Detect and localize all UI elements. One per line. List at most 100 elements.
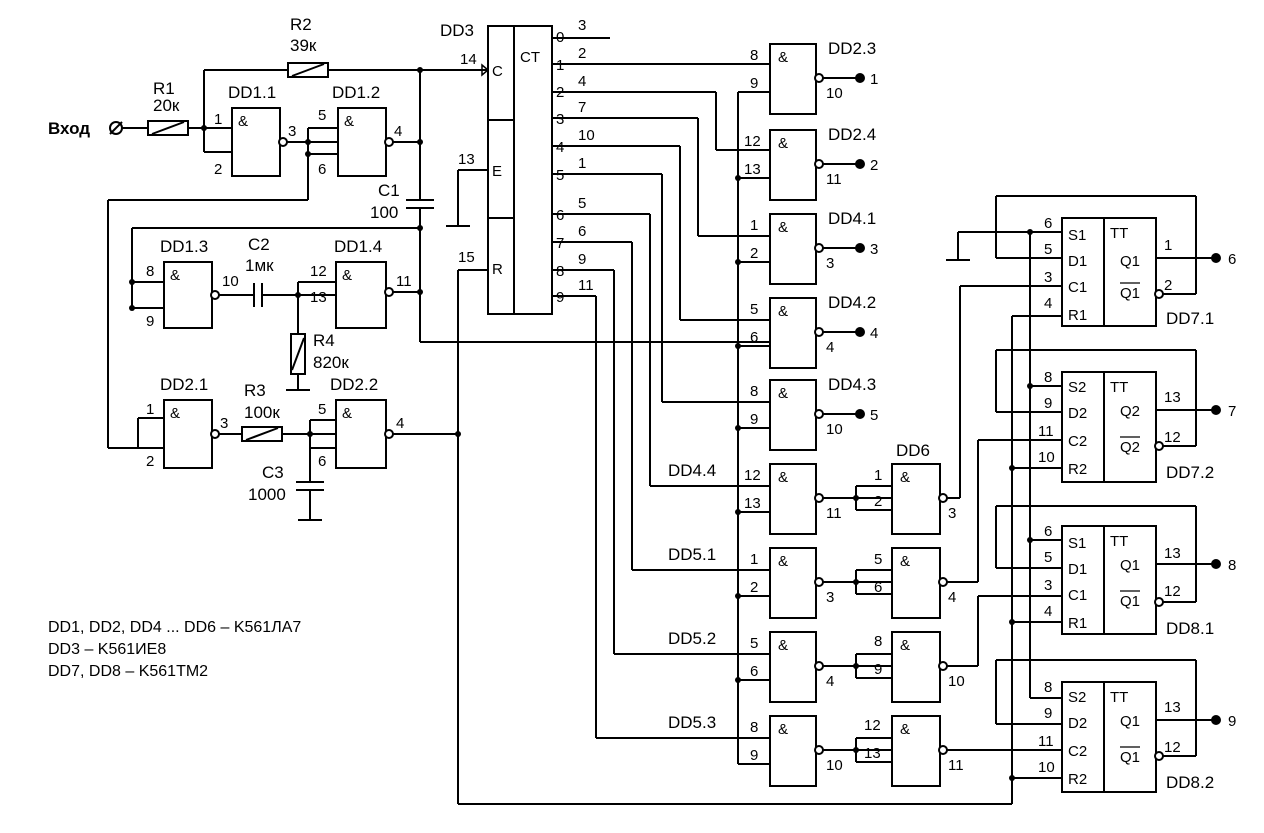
svg-text:12: 12 xyxy=(1164,739,1181,756)
svg-text:4: 4 xyxy=(948,589,956,606)
svg-text:13: 13 xyxy=(1164,389,1181,406)
output-7-terminal xyxy=(1211,405,1221,415)
resistor-r1: R1 20к xyxy=(147,79,189,136)
svg-text:DD7.1: DD7.1 xyxy=(1166,309,1214,328)
resistor-r4: R4 820к xyxy=(290,331,349,375)
svg-text:2: 2 xyxy=(750,579,758,596)
svg-text:1: 1 xyxy=(556,57,564,74)
svg-text:R1: R1 xyxy=(1068,615,1087,632)
svg-text:5: 5 xyxy=(870,407,878,424)
svg-text:7: 7 xyxy=(556,235,564,252)
svg-text:4: 4 xyxy=(826,673,834,690)
svg-text:11: 11 xyxy=(826,171,842,188)
svg-text:DD4.4: DD4.4 xyxy=(668,461,716,480)
svg-text:8: 8 xyxy=(146,263,154,280)
svg-text:8: 8 xyxy=(750,719,758,736)
svg-text:Q1: Q1 xyxy=(1120,253,1140,270)
svg-text:4: 4 xyxy=(870,325,878,342)
svg-text:5: 5 xyxy=(874,551,882,568)
svg-text:4: 4 xyxy=(394,123,402,140)
svg-text:3: 3 xyxy=(870,241,878,258)
svg-text:DD2.1: DD2.1 xyxy=(160,375,208,394)
svg-text:TT: TT xyxy=(1110,379,1128,396)
svg-text:6: 6 xyxy=(1044,523,1052,540)
svg-text:&: & xyxy=(778,637,788,654)
svg-text:13: 13 xyxy=(864,745,881,762)
svg-text:Q2: Q2 xyxy=(1120,403,1140,420)
svg-text:C1: C1 xyxy=(378,181,400,200)
svg-text:DD2.3: DD2.3 xyxy=(828,39,876,58)
svg-text:CT: CT xyxy=(520,49,540,66)
note-line-3: DD7, DD8 – K561TM2 xyxy=(48,663,208,680)
svg-text:10: 10 xyxy=(1038,449,1055,466)
svg-text:820к: 820к xyxy=(313,353,349,372)
gate-dd4-4: & DD4.4 12 13 11 xyxy=(668,461,842,535)
svg-text:9: 9 xyxy=(1044,395,1052,412)
gate-dd2-4: & DD2.4 12 13 11 xyxy=(744,125,876,201)
svg-text:DD1.3: DD1.3 xyxy=(160,237,208,256)
svg-text:10: 10 xyxy=(1038,759,1055,776)
svg-text:Q1: Q1 xyxy=(1120,557,1140,574)
svg-text:10: 10 xyxy=(826,85,843,102)
svg-text:DD1.4: DD1.4 xyxy=(334,237,382,256)
svg-text:10: 10 xyxy=(222,273,239,290)
resistor-r3: R3 100к xyxy=(241,381,283,442)
note-line-2: DD3 – K561ИЕ8 xyxy=(48,641,166,658)
svg-text:&: & xyxy=(778,553,788,570)
svg-text:5: 5 xyxy=(318,107,326,124)
output-8-terminal xyxy=(1211,559,1221,569)
output-5-terminal xyxy=(855,409,865,419)
svg-text:&: & xyxy=(778,49,788,66)
svg-text:C1: C1 xyxy=(1068,279,1087,296)
flipflop-dd7-2: TT S2 D2 C2 R2 Q2 Q2 DD7.2 8 9 11 10 13 … xyxy=(1038,369,1214,483)
svg-text:DD3: DD3 xyxy=(440,21,474,40)
svg-text:10: 10 xyxy=(826,757,843,774)
gate-dd5-3: & DD5.3 8 9 10 xyxy=(668,713,843,787)
svg-text:DD4.2: DD4.2 xyxy=(828,293,876,312)
svg-text:3: 3 xyxy=(948,505,956,522)
svg-text:5: 5 xyxy=(1044,241,1052,258)
svg-text:9: 9 xyxy=(578,251,586,268)
svg-text:R2: R2 xyxy=(1068,771,1087,788)
svg-text:2: 2 xyxy=(214,161,222,178)
svg-text:1: 1 xyxy=(874,467,882,484)
svg-text:39к: 39к xyxy=(290,36,317,55)
svg-text:5: 5 xyxy=(578,195,586,212)
svg-text:2: 2 xyxy=(146,453,154,470)
svg-text:D2: D2 xyxy=(1068,715,1087,732)
output-9-terminal xyxy=(1211,715,1221,725)
output-2-terminal xyxy=(855,159,865,169)
svg-text:6: 6 xyxy=(874,579,882,596)
svg-text:2: 2 xyxy=(1164,277,1172,294)
svg-text:DD4.3: DD4.3 xyxy=(828,375,876,394)
svg-text:2: 2 xyxy=(870,157,878,174)
svg-text:8: 8 xyxy=(1044,679,1052,696)
svg-text:C2: C2 xyxy=(248,235,270,254)
svg-text:3: 3 xyxy=(826,255,834,272)
svg-text:10: 10 xyxy=(826,421,843,438)
svg-text:12: 12 xyxy=(310,263,327,280)
svg-text:11: 11 xyxy=(1038,733,1054,750)
svg-text:10: 10 xyxy=(948,673,965,690)
svg-text:100к: 100к xyxy=(244,403,280,422)
svg-text:6: 6 xyxy=(318,453,326,470)
svg-text:DD6: DD6 xyxy=(896,441,930,460)
svg-text:12: 12 xyxy=(1164,429,1181,446)
svg-text:11: 11 xyxy=(1038,423,1054,440)
svg-text:1: 1 xyxy=(870,71,878,88)
svg-text:3: 3 xyxy=(556,111,564,128)
svg-text:E: E xyxy=(492,163,502,180)
svg-text:6: 6 xyxy=(750,663,758,680)
svg-text:Q2: Q2 xyxy=(1120,439,1140,456)
svg-text:4: 4 xyxy=(556,139,564,156)
svg-text:6: 6 xyxy=(318,161,326,178)
svg-text:6: 6 xyxy=(750,329,758,346)
gate-dd4-1: & DD4.1 1 2 3 xyxy=(750,209,876,285)
svg-text:&: & xyxy=(778,303,788,320)
svg-text:DD1.1: DD1.1 xyxy=(228,83,276,102)
svg-text:9: 9 xyxy=(1228,713,1236,730)
svg-text:R1: R1 xyxy=(153,79,175,98)
svg-text:12: 12 xyxy=(744,467,761,484)
svg-text:3: 3 xyxy=(1044,577,1052,594)
svg-text:11: 11 xyxy=(396,273,412,290)
